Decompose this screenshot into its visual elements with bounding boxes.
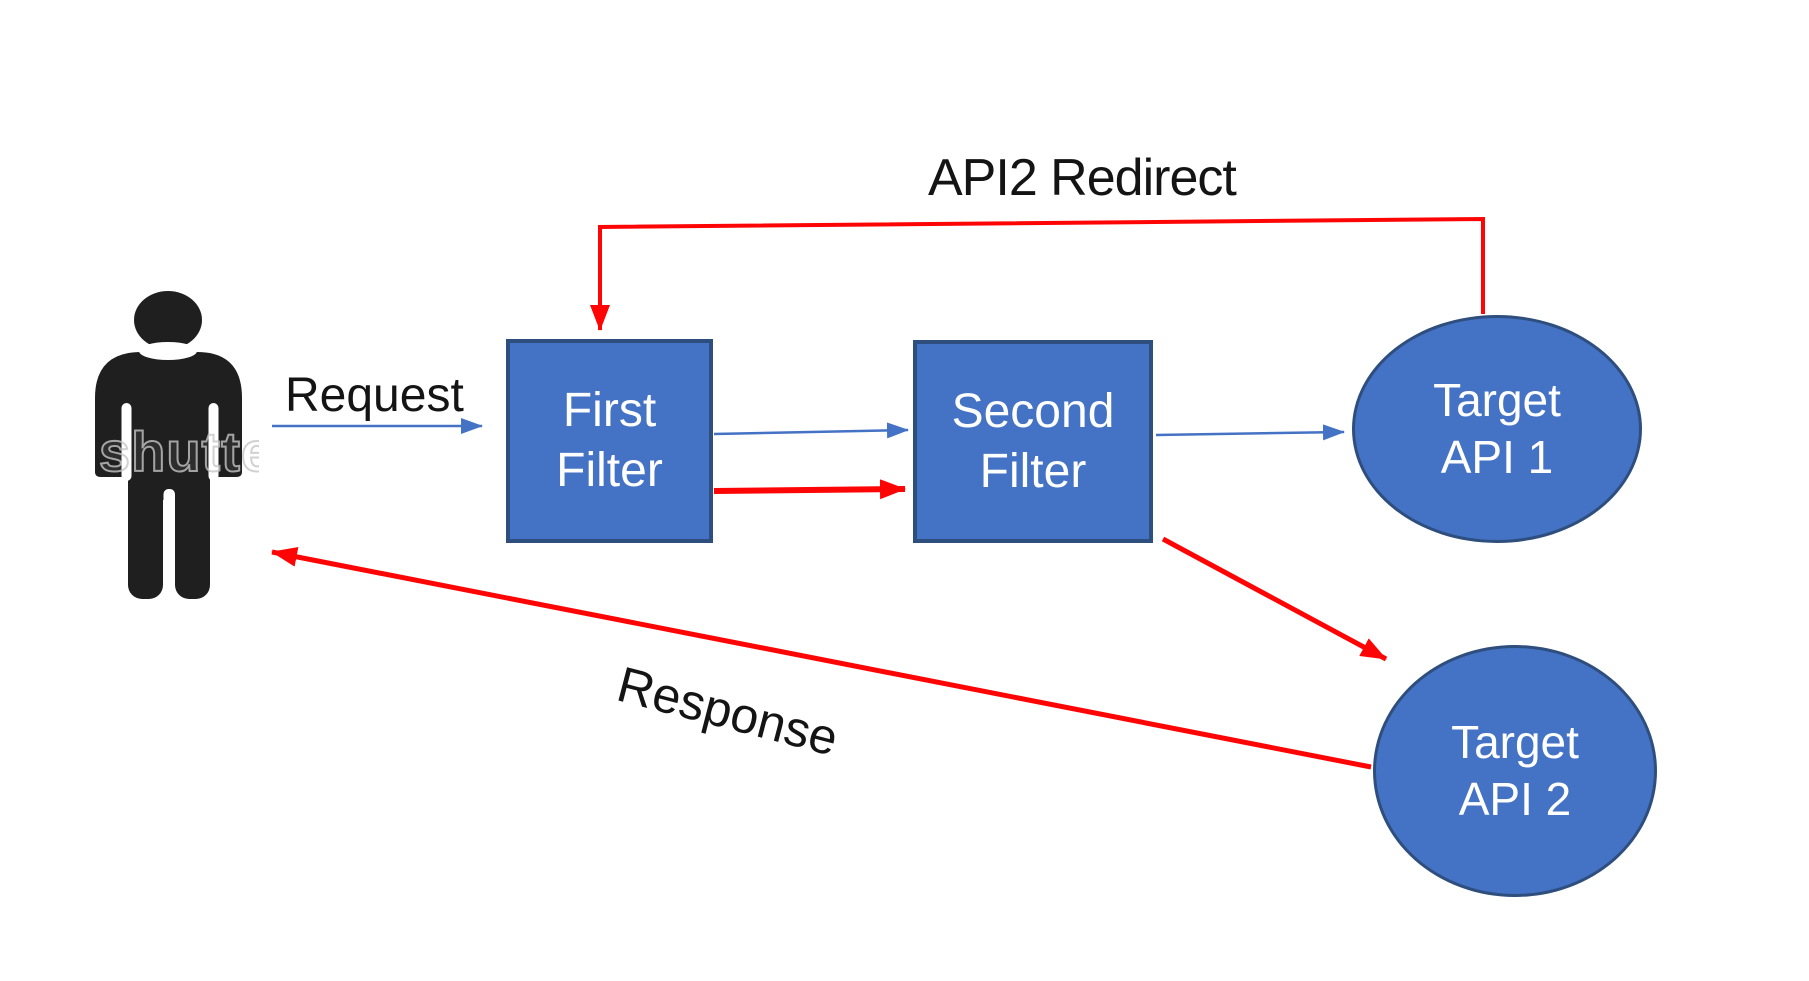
label-request: Request [285,369,464,422]
node-second-filter: Second Filter [913,340,1153,543]
node-target-api-2-line1: Target [1451,715,1579,768]
node-second-filter-line1: Second [951,384,1115,438]
arrow-second-to-api1-blue [1155,424,1345,441]
label-api2-redirect: API2 Redirect [928,149,1237,207]
node-second-filter-line2: Filter [979,444,1087,498]
arrow-response-red [271,546,1372,770]
node-target-api-1-line2: API 1 [1440,431,1554,483]
arrow-api2-redirect-red [590,216,1485,331]
node-first-filter-line2: Filter [556,444,663,497]
node-first-filter-line1: First [562,384,657,438]
watermark-text: shutte [99,420,259,484]
node-first-filter: First Filter [506,339,713,543]
arrow-first-to-second-blue [713,422,909,439]
node-target-api-2-line2: API 2 [1458,773,1572,825]
node-target-api-1-line1: Target [1433,373,1561,426]
arrow-first-to-second-red [713,479,906,500]
arrow-second-to-api2-red [1161,536,1388,662]
node-target-api-2: Target API 2 [1373,645,1657,897]
node-target-api-1: Target API 1 [1352,315,1642,543]
person-icon [95,291,242,604]
